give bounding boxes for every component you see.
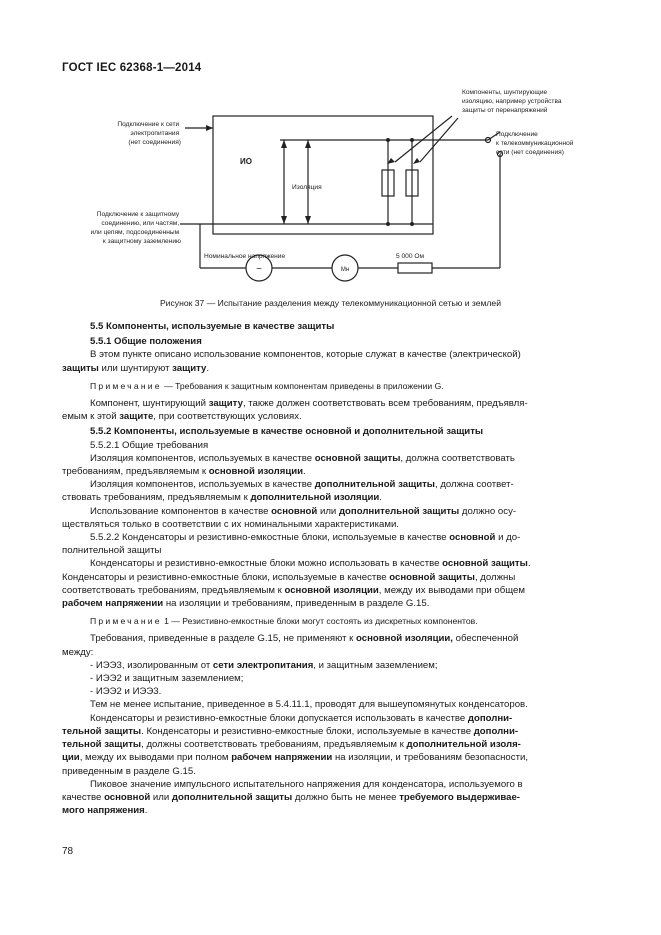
para-8a: Требования, приведенные в разделе G.15, … (90, 633, 519, 645)
para-4a: Изоляция компонентов, используемых в кач… (90, 479, 514, 491)
para-3b: требованиям, предъявляемым к основной из… (62, 466, 306, 478)
meter-label: Мн (341, 267, 349, 273)
para-7a: Конденсаторы и резистивно-емкостные блок… (90, 558, 531, 570)
heading-5-5-2-1: 5.5.2.1 Общие требования (90, 439, 209, 451)
heading-5-5: 5.5 Компоненты, используемые в качестве … (90, 321, 335, 332)
para-11c: мого напряжения. (62, 805, 148, 817)
para-2b: емым к этой защите, при соответствующих … (62, 411, 302, 423)
list-item-2: - ИЭЭ2 и защитным заземлением; (90, 673, 244, 685)
heading-5-5-1: 5.5.1 Общие положения (90, 336, 202, 348)
io-label: ИО (240, 157, 252, 166)
test-circuit-figure: Подключение к сети электропитания (нет с… (91, 89, 575, 282)
list-item-3: - ИЭЭ2 и ИЭЭ3. (90, 686, 162, 698)
components-label: Компоненты, шунтирующие изоляцию, наприм… (462, 89, 563, 114)
mains-label: Подключение к сети электропитания (нет с… (117, 121, 181, 146)
resistor (397, 262, 433, 274)
para-10e: приведенным в разделе G.15. (62, 765, 196, 777)
equipment-box (212, 115, 434, 235)
voltage-source (245, 254, 273, 282)
note-1: Примечание — Требования к защитным компо… (90, 380, 444, 391)
document-body: 5.5 Компоненты, используемые в качестве … (62, 318, 600, 817)
telecom-label: Подключение к телекоммуникационной сети … (496, 131, 575, 156)
insulation-label: Изоляция (292, 184, 322, 191)
para-10a: Конденсаторы и резистивно-емкостные блок… (90, 712, 513, 724)
para-6b: полнительной защиты (62, 545, 162, 557)
para-7d: рабочем напряжении на изоляции и требова… (62, 598, 430, 610)
para-1b: защиты или шунтируют защиту. (62, 362, 210, 374)
para-10b: тельной защиты. Конденсаторы и резистивн… (62, 725, 519, 737)
source-symbol: ~ (256, 264, 262, 275)
para-2a: Компонент, шунтирующий защиту, также дол… (90, 398, 528, 410)
para-3a: Изоляция компонентов, используемых в кач… (90, 452, 515, 464)
para-5a: Использование компонентов в качестве осн… (90, 505, 517, 517)
para-1a: В этом пункте описано использование комп… (90, 349, 521, 361)
para-5b: ществляться только в соответствии с их н… (62, 518, 399, 530)
component-1 (381, 169, 395, 197)
para-11b: качестве основной или дополнительной защ… (62, 791, 521, 803)
resistor-label: 5 000 Ом (396, 253, 424, 260)
page-number: 78 (62, 846, 74, 857)
standard-header: ГОСТ IEC 62368-1—2014 (62, 62, 202, 74)
para-10d: ции, между их выводами при полном рабоче… (62, 752, 528, 764)
para-7b: Конденсаторы и резистивно-емкостные блок… (62, 571, 516, 583)
heading-5-5-2: 5.5.2 Компоненты, используемые в качеств… (90, 426, 484, 438)
component-2 (405, 169, 419, 197)
list-item-1: - ИЭЭ3, изолированным от сети электропит… (90, 659, 438, 671)
para-8b: между: (62, 646, 94, 658)
para-9: Тем не менее испытание, приведенное в 5.… (90, 699, 528, 711)
para-7c: соответствовать требованиям, предъявляем… (62, 584, 525, 596)
note-2: Примечание 1 — Резистивно-емкостные блок… (90, 616, 478, 627)
para-6a: 5.5.2.2 Конденсаторы и резистивно-емкост… (90, 532, 521, 544)
figure-caption: Рисунок 37 — Испытание разделения между … (159, 298, 502, 308)
earth-label: Подключение к защитному соединению, или … (91, 211, 182, 245)
para-4b: ствовать требованиям, предъявляемым к до… (62, 492, 382, 504)
para-11a: Пиковое значение импульсного испытательн… (90, 778, 523, 790)
para-10c: тельной защиты, должны соответствовать т… (62, 739, 521, 751)
meter (331, 254, 359, 282)
voltage-label: Номинальное напряжение (204, 253, 285, 260)
